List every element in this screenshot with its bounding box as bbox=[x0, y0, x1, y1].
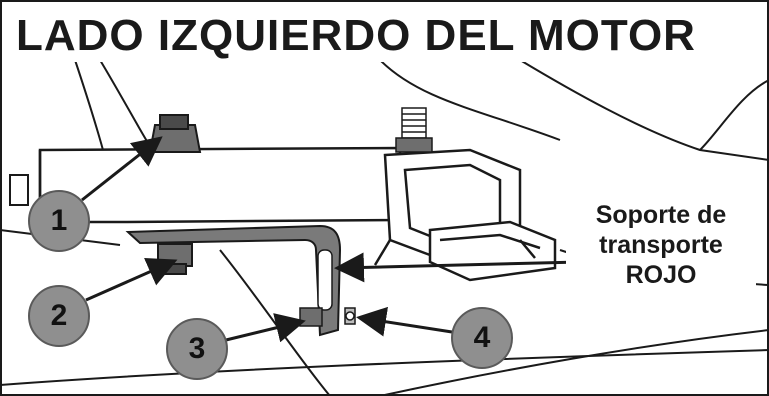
engine-mount-bar bbox=[38, 146, 402, 224]
lower-nut bbox=[157, 243, 193, 275]
label-line-2: transporte bbox=[566, 230, 756, 260]
engine-block-outline bbox=[0, 59, 769, 396]
arrow-4 bbox=[356, 306, 453, 337]
rubber-engine-mount bbox=[373, 148, 557, 282]
arrow-1 bbox=[81, 136, 163, 202]
label-line-1: Soporte de bbox=[566, 200, 756, 230]
callout-1: 1 bbox=[28, 190, 90, 252]
leader-arrows bbox=[81, 136, 581, 343]
arrow-3 bbox=[225, 313, 306, 343]
transport-bracket bbox=[125, 224, 342, 337]
threaded-stud bbox=[395, 107, 433, 153]
callout-3: 3 bbox=[166, 318, 228, 380]
label-line-3: ROJO bbox=[566, 260, 756, 290]
diagram-title: LADO IZQUIERDO DEL MOTOR bbox=[14, 10, 702, 62]
arrow-bracket bbox=[334, 252, 581, 283]
top-bolt bbox=[148, 114, 202, 153]
transport-bracket-label: Soporte de transporte ROJO bbox=[566, 200, 756, 290]
callout-2: 2 bbox=[28, 285, 90, 347]
callout-4: 4 bbox=[451, 307, 513, 369]
arrow-2 bbox=[85, 257, 178, 302]
